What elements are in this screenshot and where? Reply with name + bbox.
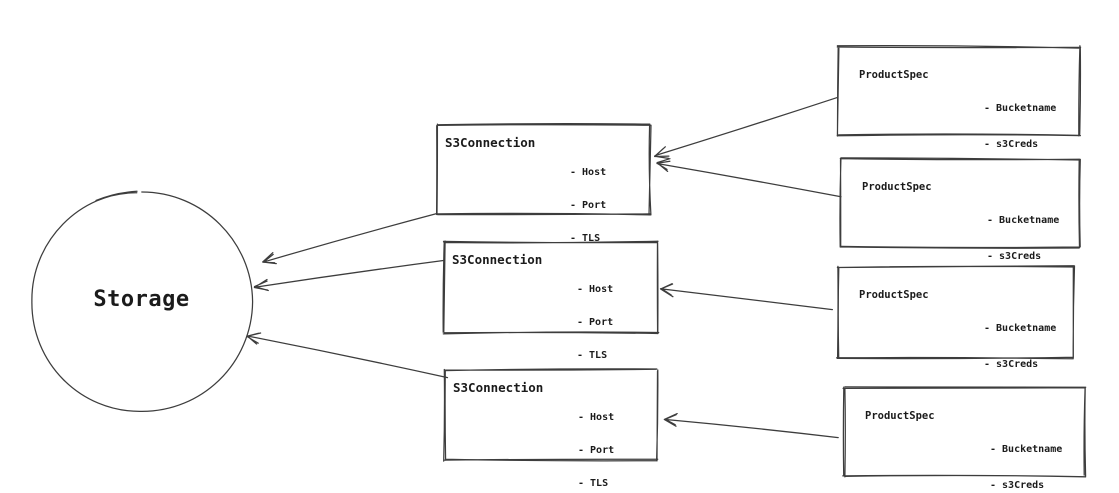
node-title: ProductSpec — [859, 69, 929, 81]
node-attributes: - Host - Port - TLS — [577, 262, 613, 383]
node-attributes: - Host - Port - TLS — [578, 390, 614, 493]
attribute-tls: - TLS — [570, 233, 601, 244]
node-attributes: - Bucketname - s3Creds — [990, 420, 1062, 493]
storage-node[interactable]: Storage — [31, 192, 252, 412]
attribute-bucketname: - Bucketname — [984, 323, 1057, 334]
productspec-node-1[interactable]: ProductSpec - Bucketname - s3Creds — [838, 47, 1080, 150]
attribute-bucketname: - Bucketname — [987, 215, 1060, 226]
attribute-port: - Port — [570, 200, 607, 211]
arrow-productspec-3-to-s3connection-2 — [659, 283, 834, 311]
productspec-node-3-outline — [836, 265, 1076, 360]
arrow-productspec-4-to-s3connection-3 — [663, 412, 839, 439]
productspec-node-4[interactable]: ProductSpec - Bucketname - s3Creds — [844, 388, 1085, 491]
attribute-s3creds: - s3Creds — [990, 480, 1045, 491]
s3connection-node-1-outline — [435, 123, 652, 216]
productspec-node-1-outline — [836, 45, 1082, 137]
node-attributes: - Host - Port - TLS — [570, 145, 606, 266]
attribute-port: - Port — [578, 445, 615, 456]
node-attributes: - Bucketname - s3Creds — [987, 191, 1059, 287]
node-title: ProductSpec — [865, 410, 935, 422]
productspec-node-2[interactable]: ProductSpec - Bucketname - s3Creds — [841, 159, 1080, 262]
attribute-host: - Host — [578, 412, 615, 423]
attribute-host: - Host — [577, 284, 614, 295]
node-title: S3Connection — [445, 135, 536, 150]
attribute-port: - Port — [577, 317, 614, 328]
s3connection-node-1[interactable]: S3Connection - Host - Port - TLS — [437, 125, 650, 244]
node-attributes: - Bucketname - s3Creds — [984, 299, 1056, 395]
arrow-s3connection-1-to-storage — [262, 212, 438, 265]
node-title: S3Connection — [452, 252, 543, 267]
attribute-bucketname: - Bucketname — [990, 444, 1063, 455]
s3connection-node-3-outline — [443, 368, 659, 462]
node-title: ProductSpec — [859, 289, 929, 301]
attribute-tls: - TLS — [578, 478, 609, 489]
arrow-s3connection-2-to-storage — [253, 259, 446, 292]
attribute-s3creds: - s3Creds — [984, 139, 1039, 150]
node-title: S3Connection — [453, 380, 544, 395]
attribute-host: - Host — [570, 167, 607, 178]
s3connection-node-3[interactable]: S3Connection - Host - Port - TLS — [445, 370, 657, 489]
arrow-s3connection-3-to-storage — [246, 332, 449, 379]
arrow-productspec-2-to-s3connection-1 — [656, 158, 842, 198]
s3connection-node-2[interactable]: S3Connection - Host - Port - TLS — [444, 242, 658, 361]
attribute-bucketname: - Bucketname — [984, 103, 1057, 114]
s3connection-node-2-outline — [442, 240, 660, 335]
productspec-node-3[interactable]: ProductSpec - Bucketname - s3Creds — [838, 267, 1074, 370]
attribute-tls: - TLS — [577, 350, 608, 361]
attribute-s3creds: - s3Creds — [984, 359, 1039, 370]
storage-node-outline — [31, 190, 254, 413]
productspec-node-2-outline — [839, 157, 1081, 249]
node-title: ProductSpec — [862, 181, 932, 193]
node-attributes: - Bucketname - s3Creds — [984, 79, 1056, 175]
productspec-node-4-outline — [842, 386, 1087, 478]
storage-label: Storage — [93, 287, 190, 312]
attribute-s3creds: - s3Creds — [987, 251, 1042, 262]
arrow-productspec-1-to-s3connection-1 — [653, 96, 839, 160]
